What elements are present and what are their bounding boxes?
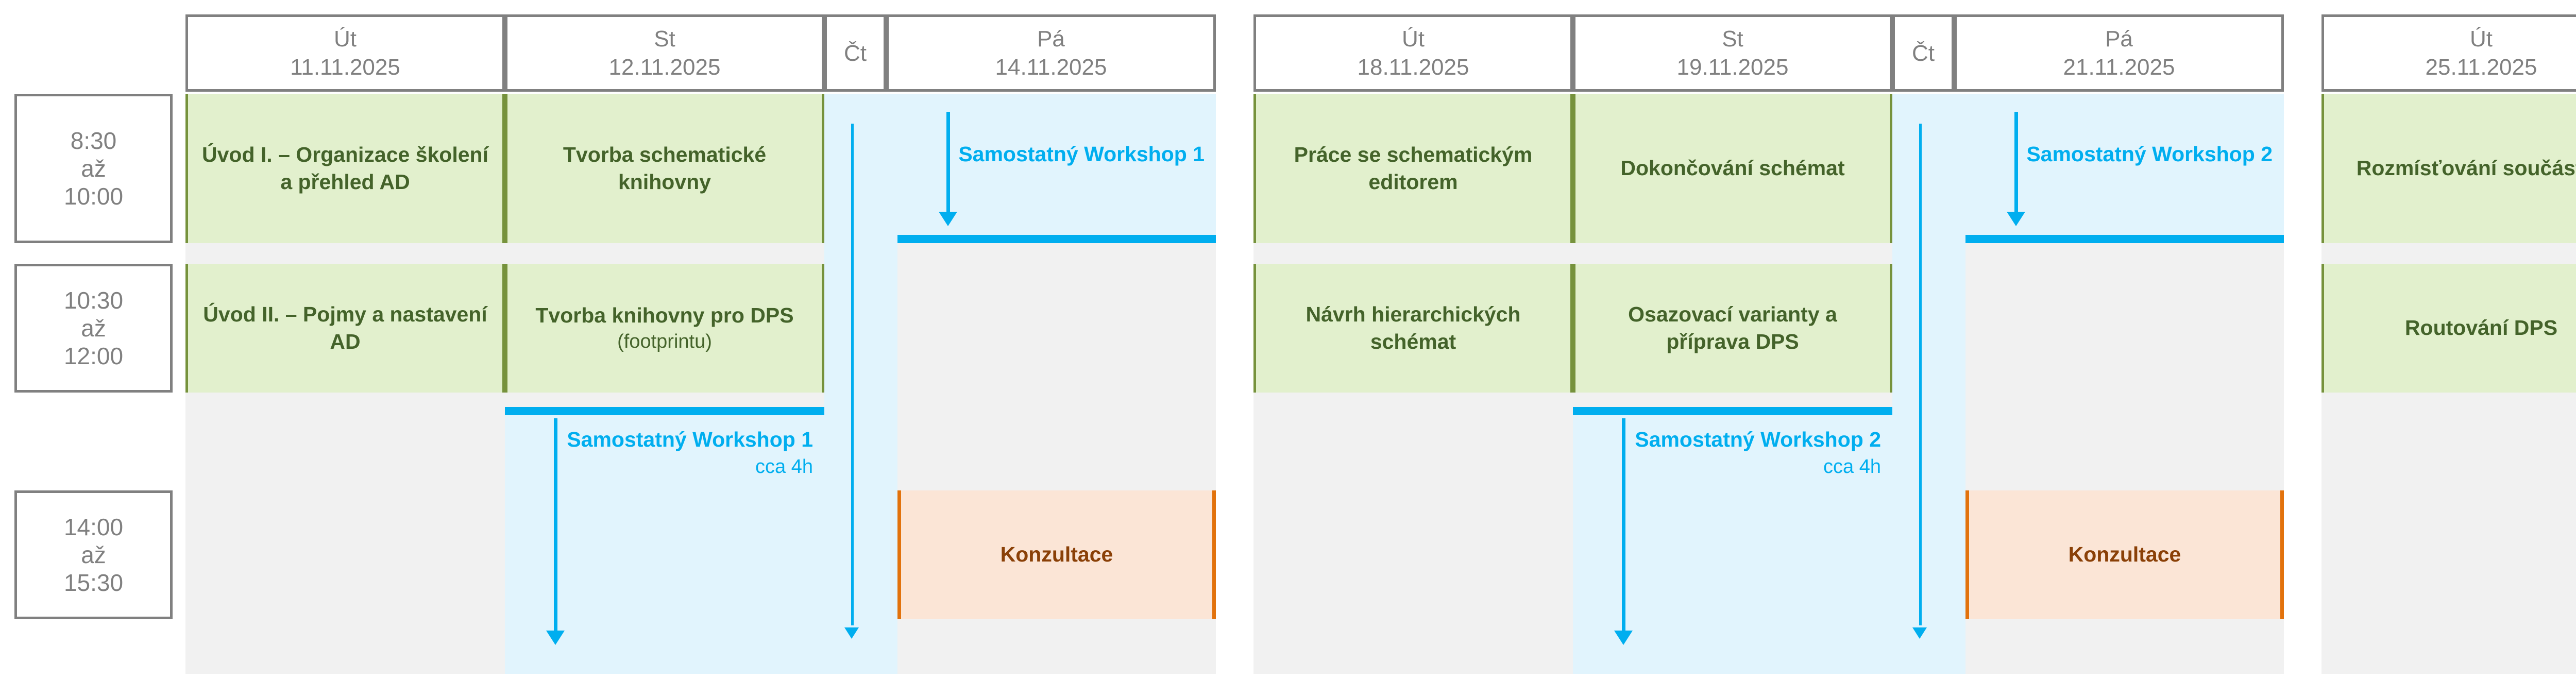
consultation-cell[interactable]: Konzultace — [897, 490, 1216, 619]
day-of-week-label: Út — [334, 26, 357, 52]
workshop-arrow-icon — [2007, 112, 2025, 226]
lecture-cell[interactable]: Práce se schematickým editorem — [1253, 94, 1573, 243]
time-start: 10:30 — [63, 286, 124, 314]
workshop-duration: cca 4h — [755, 455, 813, 478]
day-header-pa[interactable]: Pá 21.11.2025 — [1954, 14, 2284, 92]
workshop-block-friday[interactable]: Samostatný Workshop 1 — [897, 94, 1216, 243]
time-end: 15:30 — [63, 569, 124, 597]
lecture-title: Rozmísťování součástek — [2356, 156, 2576, 180]
day-date-label: 12.11.2025 — [608, 55, 721, 80]
workshop-label: Samostatný Workshop 1 — [958, 140, 1205, 168]
time-end: 12:00 — [63, 343, 124, 370]
lecture-title: Tvorba schematické knihovny — [563, 142, 767, 194]
lecture-cell[interactable]: Návrh hierarchických schémat — [1253, 264, 1573, 393]
consultation-label: Konzultace — [2068, 542, 2181, 567]
lecture-title: Dokončování schémat — [1620, 156, 1845, 180]
workshop-start-bar — [1573, 407, 1892, 415]
lecture-title: Práce se schematickým editorem — [1294, 142, 1533, 194]
lecture-cell[interactable]: Rozmísťování součástek — [2321, 94, 2576, 243]
workshop-label: Samostatný Workshop 2 cca 4h — [1635, 426, 1881, 480]
lecture-cell[interactable]: Úvod I. – Organizace školení a přehled A… — [185, 94, 505, 243]
lecture-cell[interactable]: Osazovací varianty a příprava DPS — [1573, 264, 1892, 393]
lecture-title: Úvod II. – Pojmy a nastavení AD — [203, 302, 487, 353]
workshop-block-wednesday[interactable]: Samostatný Workshop 2 cca 4h — [1573, 407, 1892, 674]
week-group-2: Út 18.11.2025 St 19.11.2025 Čt Pá 21.11.… — [1253, 0, 2284, 680]
day-header-ct[interactable]: Čt — [824, 14, 886, 92]
day-date-label: 11.11.2025 — [290, 55, 400, 80]
workshop-title: Samostatný Workshop 1 — [567, 428, 813, 451]
lecture-cell[interactable]: Úvod II. – Pojmy a nastavení AD — [185, 264, 505, 393]
lecture-cell[interactable]: Dokončování schémat — [1573, 94, 1892, 243]
day-header-st[interactable]: St 19.11.2025 — [1573, 14, 1892, 92]
day-of-week-label: Pá — [2105, 26, 2133, 52]
day-date-label: 18.11.2025 — [1357, 55, 1469, 80]
time-start: 14:00 — [63, 513, 124, 540]
day-header-ct[interactable]: Čt — [1892, 14, 1954, 92]
lecture-title: Návrh hierarchických schémat — [1306, 302, 1521, 353]
day-date-label: 19.11.2025 — [1676, 55, 1789, 80]
day-date-label: 21.11.2025 — [2063, 55, 2175, 80]
thursday-workshop-band — [1892, 94, 1954, 674]
workshop-arrow-icon — [1614, 418, 1633, 645]
day-of-week-label: Út — [1402, 26, 1425, 52]
workshop-duration: cca 4h — [1823, 455, 1881, 478]
consultation-cell[interactable]: Konzultace — [1965, 490, 2284, 619]
time-slot-3: 14:00 až 15:30 — [14, 490, 173, 619]
day-date-label: 25.11.2025 — [2425, 55, 2537, 80]
time-slot-2: 10:30 až 12:00 — [14, 264, 173, 393]
day-date-label: 14.11.2025 — [995, 55, 1107, 80]
week-group-3: Út 25.11.2025 St 26.11.2025 Čt Pá 28.11.… — [2321, 0, 2576, 680]
workshop-arrow-icon — [939, 112, 957, 226]
workshop-block-wednesday[interactable]: Samostatný Workshop 1 cca 4h — [505, 407, 824, 674]
lecture-subtitle: (footprintu) — [617, 330, 712, 352]
time-separator: až — [81, 155, 106, 182]
lecture-title: Úvod I. – Organizace školení a přehled A… — [202, 142, 488, 194]
lecture-cell[interactable]: Routování DPS — [2321, 264, 2576, 393]
thursday-arrow-icon — [1911, 124, 1929, 639]
day-header-ut[interactable]: Út 11.11.2025 — [185, 14, 505, 92]
day-of-week-label: Čt — [1912, 40, 1935, 66]
workshop-title: Samostatný Workshop 2 — [2026, 142, 2273, 166]
workshop-arrow-icon — [546, 418, 565, 645]
day-header-pa[interactable]: Pá 14.11.2025 — [886, 14, 1216, 92]
lecture-cell[interactable]: Tvorba knihovny pro DPS (footprintu) — [505, 264, 824, 393]
time-end: 10:00 — [63, 183, 124, 210]
workshop-end-bar — [897, 235, 1216, 243]
lecture-title: Routování DPS — [2404, 316, 2558, 340]
week-header-row: Út 18.11.2025 St 19.11.2025 Čt Pá 21.11.… — [1253, 14, 2284, 92]
day-header-ut[interactable]: Út 18.11.2025 — [1253, 14, 1573, 92]
time-separator: až — [81, 541, 106, 568]
day-of-week-label: Út — [2470, 26, 2493, 52]
day-header-st[interactable]: St 12.11.2025 — [505, 14, 824, 92]
workshop-label: Samostatný Workshop 1 cca 4h — [567, 426, 813, 480]
time-separator: až — [81, 314, 106, 342]
thursday-workshop-band — [824, 94, 886, 674]
day-of-week-label: St — [654, 26, 675, 52]
week-group-1: Út 11.11.2025 St 12.11.2025 Čt Pá 14.11.… — [185, 0, 1216, 680]
workshop-block-friday[interactable]: Samostatný Workshop 2 — [1965, 94, 2284, 243]
day-of-week-label: Čt — [844, 40, 867, 66]
lecture-title: Tvorba knihovny pro DPS — [535, 303, 794, 327]
workshop-start-bar — [505, 407, 824, 415]
lecture-title: Osazovací varianty a příprava DPS — [1628, 302, 1837, 353]
workshop-title: Samostatný Workshop 1 — [958, 142, 1205, 166]
thursday-arrow-icon — [843, 124, 861, 639]
day-of-week-label: St — [1722, 26, 1743, 52]
day-header-ut[interactable]: Út 25.11.2025 — [2321, 14, 2576, 92]
workshop-label: Samostatný Workshop 2 — [2026, 140, 2273, 168]
friday-workshop-band — [1954, 94, 1965, 674]
lecture-cell[interactable]: Tvorba schematické knihovny — [505, 94, 824, 243]
week-header-row: Út 11.11.2025 St 12.11.2025 Čt Pá 14.11.… — [185, 14, 1216, 92]
workshop-end-bar — [1965, 235, 2284, 243]
workshop-title: Samostatný Workshop 2 — [1635, 428, 1881, 451]
friday-workshop-band — [886, 94, 897, 674]
day-of-week-label: Pá — [1037, 26, 1065, 52]
consultation-label: Konzultace — [1000, 542, 1113, 567]
time-start: 8:30 — [70, 127, 117, 154]
time-slot-1: 8:30 až 10:00 — [14, 94, 173, 243]
week-header-row: Út 25.11.2025 St 26.11.2025 Čt Pá 28.11.… — [2321, 14, 2576, 92]
